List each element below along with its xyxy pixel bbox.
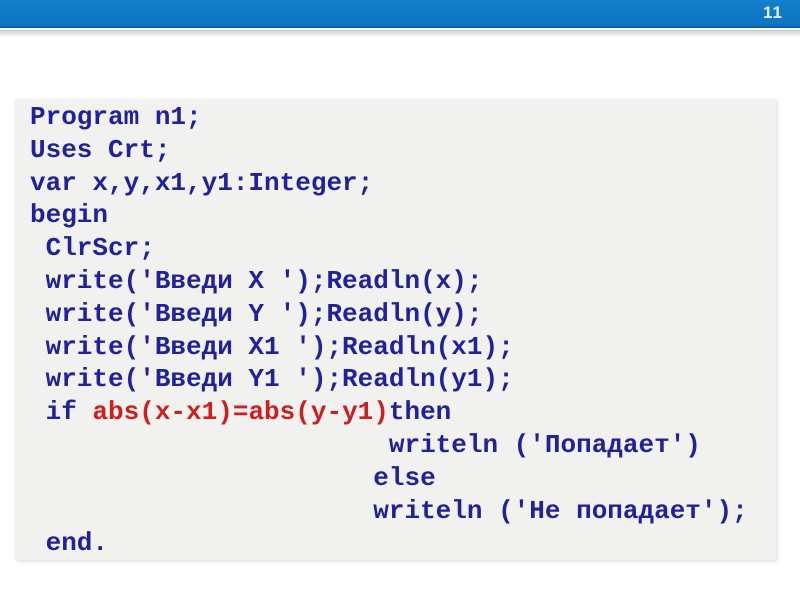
code-line: write('Введи Y1 ');Readln(y1); [30,363,776,396]
code-segment: begin [30,200,109,231]
code-segment: if [30,397,93,428]
code-segment: ClrScr; [30,233,155,264]
code-segment: write('Введи Y1 ');Readln(y1); [30,364,514,395]
pascal-code-block: Program n1;Uses Crt;var x,y,x1,y1:Intege… [15,99,776,560]
code-segment: then [388,397,452,428]
code-line: writeln ('Попадает') [30,429,776,462]
code-line: if abs(x-x1)=abs(y-y1)then [30,396,776,429]
code-line: var x,y,x1,y1:Integer; [30,167,776,200]
code-line: ClrScr; [30,232,776,265]
code-segment: write('Введи X1 ');Readln(x1); [30,331,514,362]
code-segment: writeln ('Не попадает'); [30,495,748,526]
code-line: write('Введи Y ');Readln(y); [30,298,776,331]
code-segment: write('Введи Y ');Readln(y); [30,298,483,329]
slide-header-bar [0,0,800,28]
code-line: Uses Crt; [30,134,776,167]
code-line: begin [30,199,776,232]
code-segment: end. [30,528,109,559]
code-segment: var x,y,x1,y1:Integer; [30,167,374,198]
code-segment: write('Введи X ');Readln(x); [30,265,483,296]
slide-number: 11 [763,3,783,22]
code-line: end. [30,527,776,560]
code-segment: Program n1; [30,102,202,132]
code-line: write('Введи X1 ');Readln(x1); [30,331,776,364]
header-shadow [0,30,800,37]
code-segment: else [30,462,436,493]
code-segment: Uses Crt; [30,134,171,165]
code-line: writeln ('Не попадает'); [30,495,776,528]
code-segment: writeln ('Попадает') [30,429,701,460]
code-line: write('Введи X ');Readln(x); [30,265,776,298]
code-panel: Program n1;Uses Crt;var x,y,x1,y1:Intege… [15,99,776,560]
code-line: Program n1; [30,101,776,134]
code-segment-highlight: abs(x-x1)=abs(y-y1) [92,397,389,428]
code-line: else [30,462,776,495]
